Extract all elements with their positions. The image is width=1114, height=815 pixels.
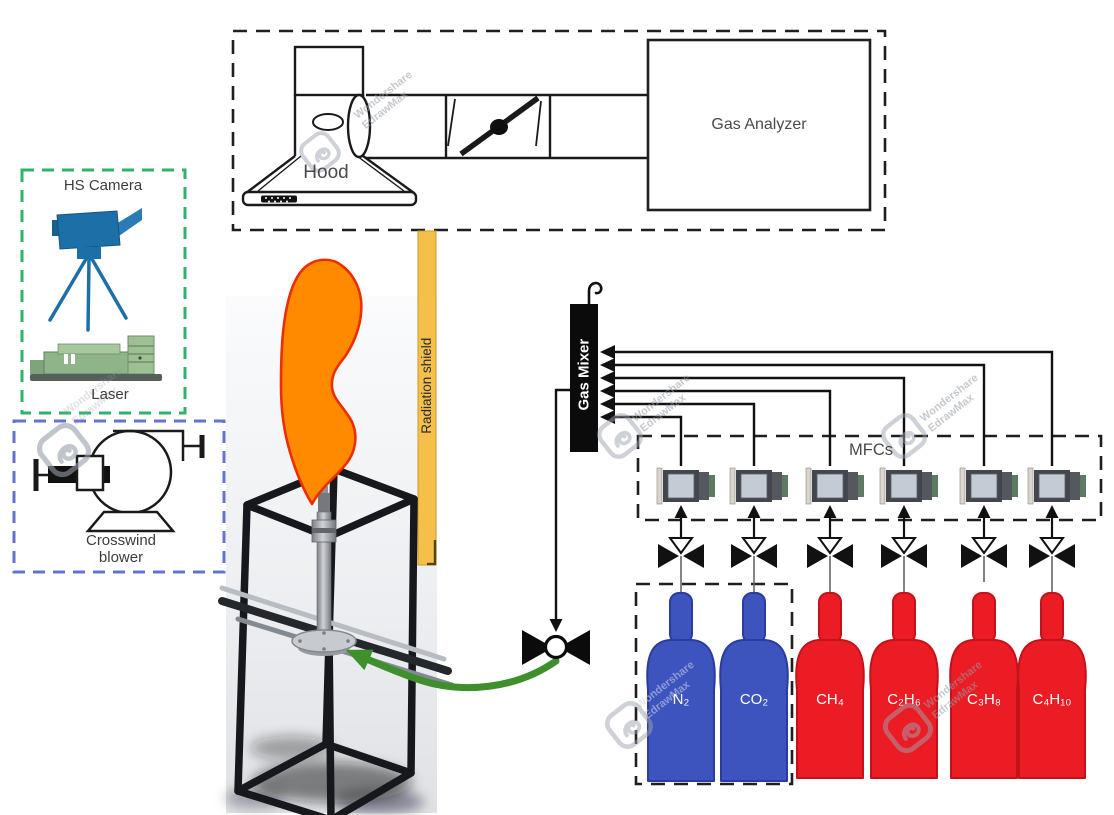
mfc-icon [656,467,715,505]
hs-camera-label: HS Camera [63,177,143,194]
radiation-shield-label: Radiation shield [419,337,435,434]
crosswind-blower-icon [33,429,205,533]
burner-icon [291,486,357,656]
feed-arrowheads [600,345,615,424]
gas-cylinders [646,592,1087,782]
burner-flange [291,629,357,653]
cylinder-label-c2h6: C₂H₆ [887,691,921,708]
blower-dashed-box [12,419,226,574]
cylinder-label-c4h10: C₄H₁₀ [1032,691,1072,708]
laser-label: Laser [91,386,129,403]
hood-label: Hood [303,162,349,183]
exhaust-duct [346,93,648,160]
mfc-icons [656,467,1086,505]
cylinder-label-ch4: CH₄ [816,691,844,708]
valve-icon [961,505,1007,582]
mfc-icon [1027,467,1086,505]
inert-gas-dashed-box [634,582,794,786]
damper-icon [444,95,552,158]
hs-camera-icon [48,208,142,332]
cylinder-c3h8 [949,592,1019,779]
crosswind-blower-label: Crosswind blower [85,532,157,567]
duct-lens [346,93,372,159]
exhaust-dashed-box [231,29,887,232]
mfc-icon [879,467,938,505]
mfc-icon [959,467,1018,505]
valve-icon [807,505,853,596]
camera-laser-dashed-box [20,168,187,415]
valve-icon [658,505,704,596]
cylinder-c2h6 [869,592,939,779]
green-flow-arrow [345,649,560,691]
flame-icon [279,258,363,506]
cylinder-c4h10 [1017,592,1087,779]
valve-icon [881,505,927,596]
hood-icon [241,45,418,207]
mixer-feed-lines [600,345,1054,466]
cylinder-label-n2: N₂ [672,691,690,708]
valve-icon [731,505,777,596]
radiation-shield-bar [417,230,437,566]
cylinder-ch4 [795,592,865,779]
gas-analyzer-label: Gas Analyzer [711,116,807,133]
mixer-hook [587,281,603,307]
laser-icon [30,335,162,381]
mfc-icon [729,467,788,505]
cylinder-label-c3h8: C₃H₈ [967,691,1001,708]
mfcs-label: MFCs [849,441,893,459]
mfc-dashed-box [636,434,1103,522]
cylinder-co2 [719,592,789,782]
mixer-output-line [549,388,570,632]
gas-analyzer-box [646,38,872,212]
cylinder-n2 [646,592,716,782]
cylinder-valves [658,505,1075,596]
valve-icon [1029,505,1075,596]
main-valve-icon [522,630,590,665]
dashed-boxes [12,29,1103,786]
cylinder-label-co2: CO₂ [739,691,769,708]
mfc-icon [805,467,864,505]
gas-mixer-label: Gas Mixer [575,338,593,411]
